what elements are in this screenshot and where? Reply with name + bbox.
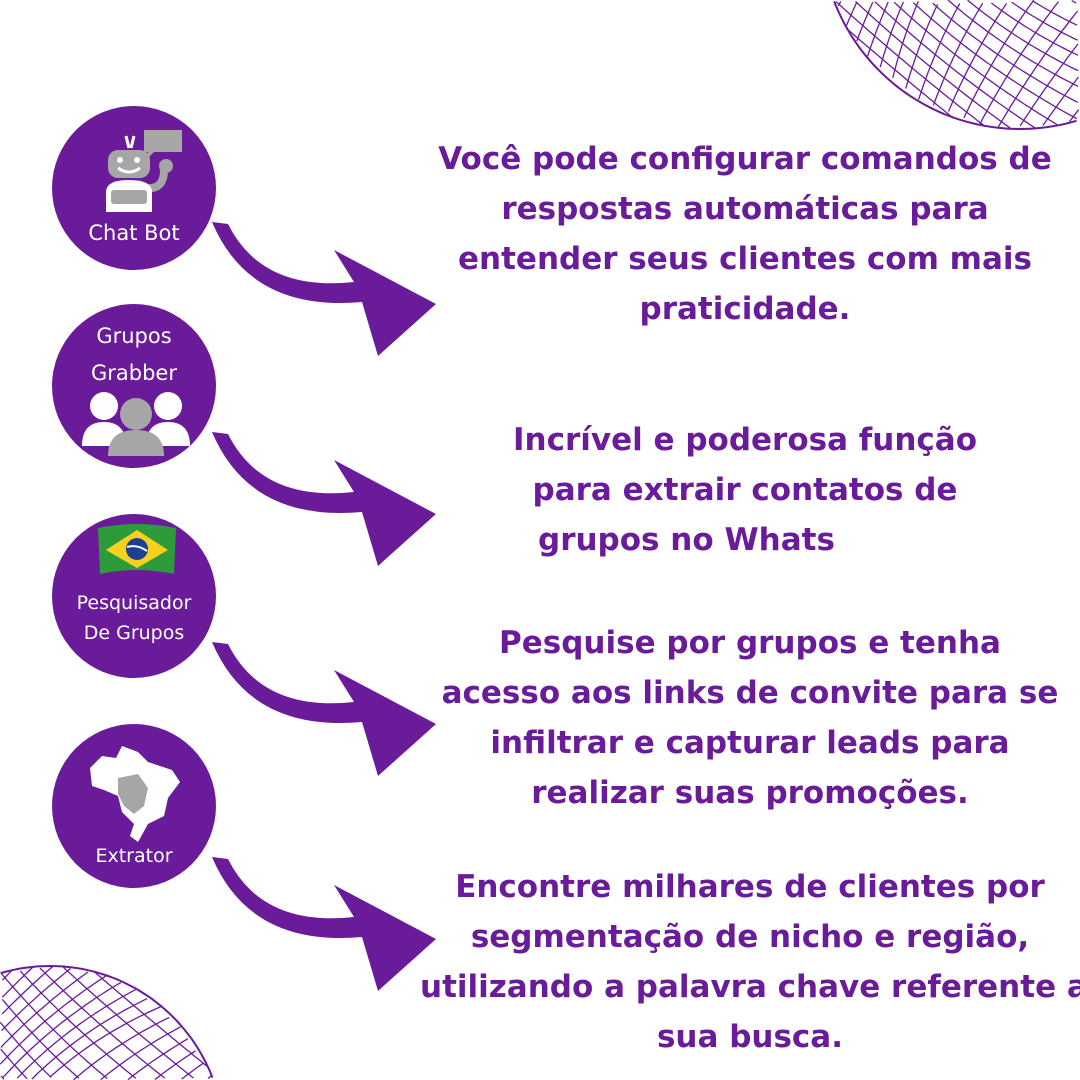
- feature-description-grupos-grabber: Incrível e poderosa função para extrair …: [470, 415, 1020, 565]
- feature-description-chat-bot: Você pode configurar comandos de respost…: [410, 134, 1080, 334]
- text-line: Encontre milhares de clientes por: [455, 869, 1045, 905]
- text-line: sua busca.: [656, 1019, 843, 1055]
- text-line: Pesquise por grupos e tenha: [499, 625, 1001, 661]
- text-line: Incrível e poderosa função: [512, 422, 978, 458]
- mesh-sphere-bottom-left: [0, 964, 214, 1080]
- text-line: entender seus clientes com mais: [458, 241, 1032, 277]
- text-line: praticidade.: [639, 291, 851, 327]
- brazil-flag-icon: [98, 524, 176, 574]
- feature-circle-chat-bot: Chat Bot: [52, 106, 216, 270]
- text-line: realizar suas promoções.: [531, 775, 969, 811]
- brazil-map-icon: [90, 746, 180, 842]
- feature-circle-extrator: Extrator: [52, 724, 216, 888]
- arrow-1: [212, 222, 436, 356]
- text-line: Você pode configurar comandos de: [438, 141, 1052, 177]
- feature-circle-pesquisador: Pesquisador De Grupos: [52, 514, 216, 678]
- arrow-3: [212, 642, 436, 776]
- text-line: acesso aos links de convite para se: [441, 675, 1059, 711]
- text-line: utilizando a palavra chave referente a: [420, 969, 1080, 1005]
- feature-description-extrator: Encontre milhares de clientes por segmen…: [420, 862, 1080, 1062]
- feature-label: Chat Bot: [88, 221, 180, 245]
- feature-label-line: De Grupos: [83, 622, 185, 644]
- text-line: grupos no Whats: [538, 522, 835, 558]
- text-line: para extrair contatos de: [532, 472, 958, 508]
- robot-icon: [106, 130, 182, 212]
- feature-label-line: Grabber: [91, 361, 177, 385]
- users-icon: [82, 392, 190, 456]
- feature-label-line: Grupos: [96, 324, 172, 348]
- feature-label: Extrator: [95, 845, 173, 867]
- feature-label-line: Pesquisador: [76, 592, 192, 614]
- feature-description-pesquisador: Pesquise por grupos e tenha acesso aos l…: [430, 618, 1070, 818]
- feature-circle-grupos-grabber: Grupos Grabber: [52, 304, 216, 468]
- arrow-2: [212, 432, 436, 566]
- text-line: respostas automáticas para: [501, 191, 989, 227]
- mesh-sphere-top-right: [833, 0, 1080, 131]
- arrow-4: [212, 857, 436, 991]
- text-line: infiltrar e capturar leads para: [490, 725, 1010, 761]
- text-line: segmentação de nicho e região,: [470, 919, 1030, 955]
